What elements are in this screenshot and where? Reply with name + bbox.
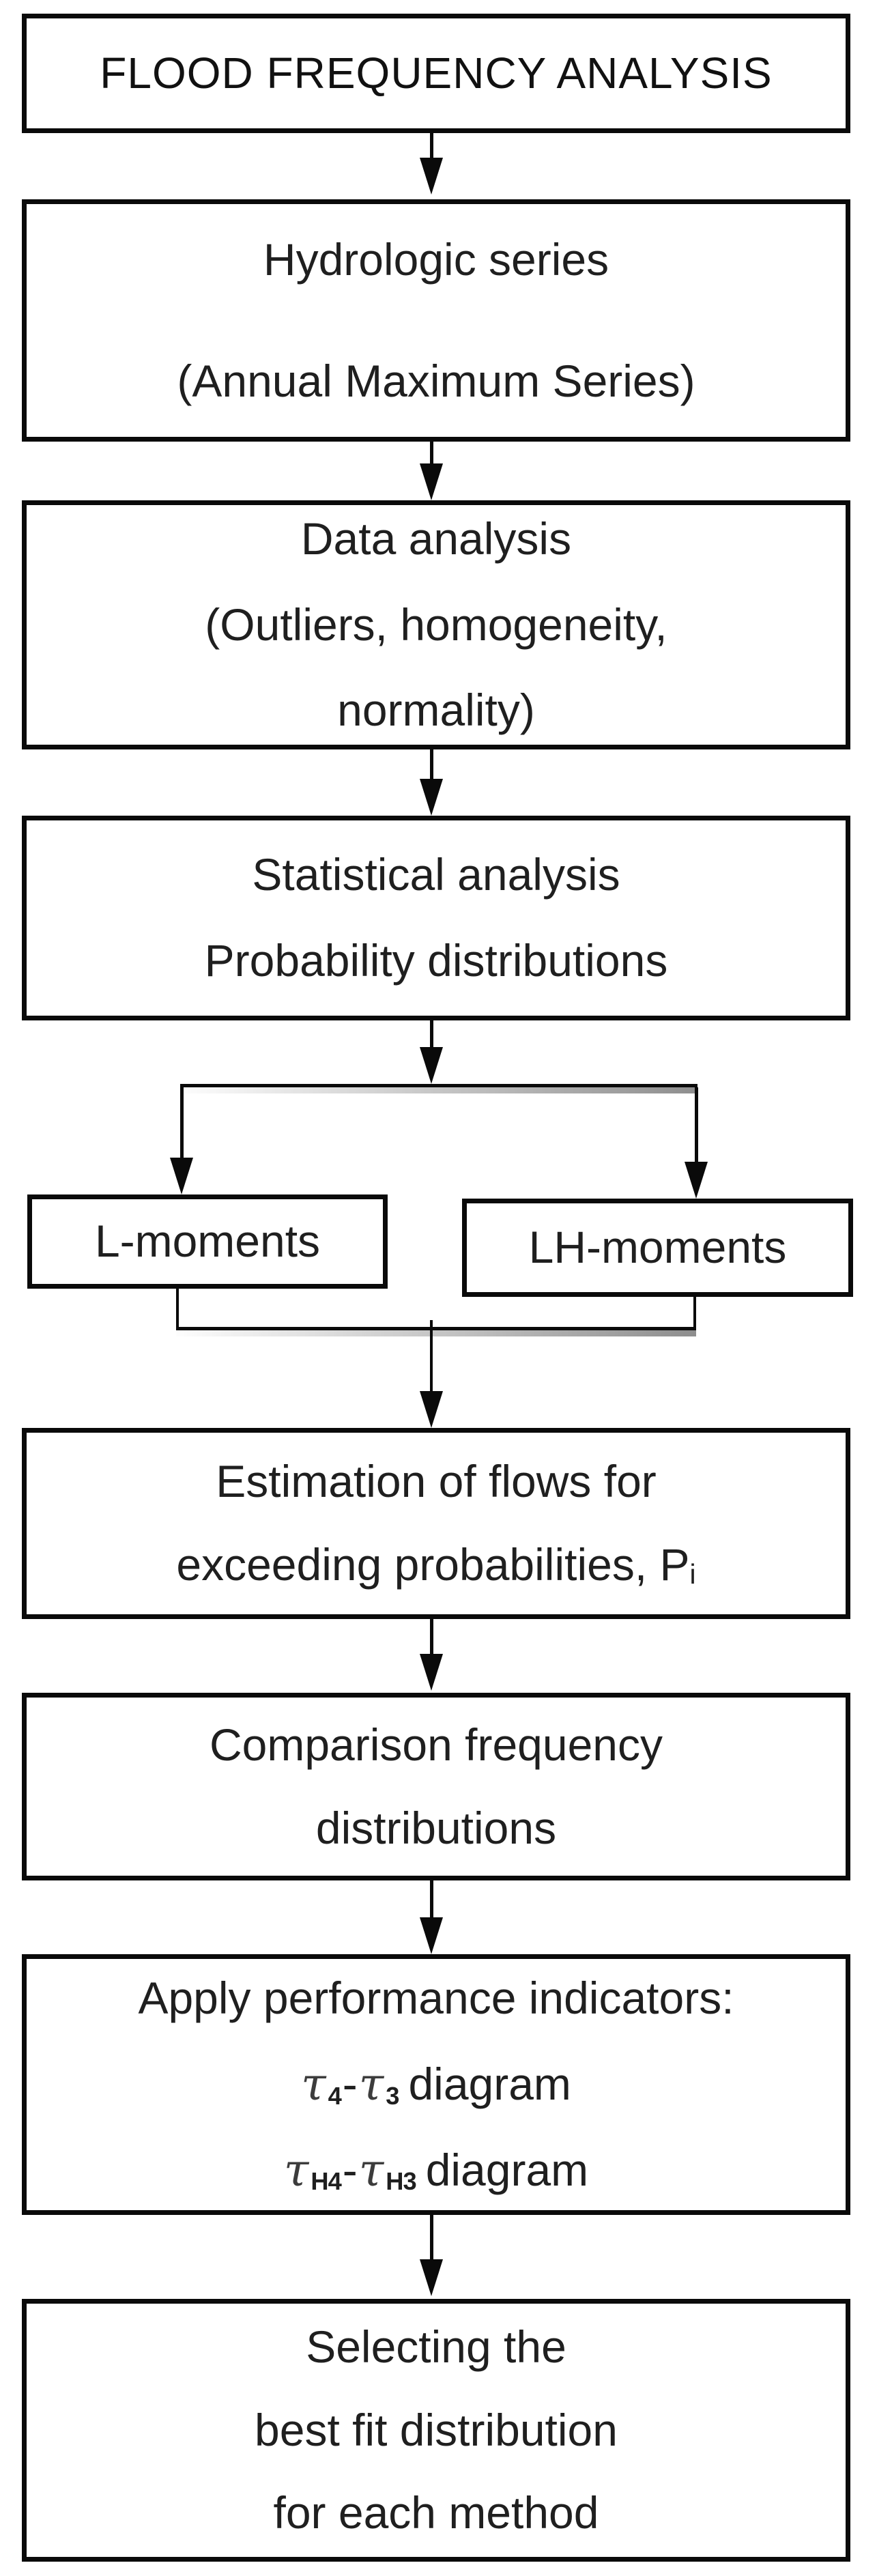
diagram-word: diagram (408, 2059, 571, 2110)
arrow-down-icon (420, 158, 443, 195)
node-line: normality) (337, 685, 535, 736)
node-hydrologic-series: Hydrologic series (Annual Maximum Series… (22, 199, 850, 442)
node-estimation-of-flows: Estimation of flows for exceeding probab… (22, 1428, 850, 1619)
arrow-down-icon (420, 1654, 443, 1691)
arrow-down-icon (685, 1162, 708, 1199)
arrow-down-icon (420, 1917, 443, 1954)
arrow-down-icon (420, 1391, 443, 1428)
arrow-down-icon (420, 2259, 443, 2296)
arrow-down-icon (420, 779, 443, 816)
node-line: Estimation of flows for (216, 1456, 657, 1507)
connector-line (430, 1020, 433, 1048)
branch-merge-line (176, 1327, 696, 1330)
node-line: Apply performance indicators: (138, 1973, 734, 2024)
node-line: for each method (273, 2487, 599, 2538)
node-flood-frequency-analysis: FLOOD FREQUENCY ANALYSIS (22, 14, 850, 133)
tau-subscript: 3 (386, 2081, 399, 2110)
branch-merge-line-shadow (176, 1330, 696, 1336)
dash: - (342, 2144, 358, 2195)
tau-subscript: 4 (328, 2081, 342, 2110)
arrow-down-icon (420, 463, 443, 500)
node-line: distributions (315, 1802, 557, 1853)
node-data-analysis: Data analysis (Outliers, homogeneity, no… (22, 500, 850, 749)
connector-line (430, 442, 433, 465)
connector-line (430, 1320, 433, 1391)
branch-split-line (180, 1084, 697, 1087)
connector-line (693, 1297, 696, 1327)
node-line: (Annual Maximum Series) (177, 355, 695, 406)
connector-line (430, 749, 433, 780)
diagram-word: diagram (425, 2144, 589, 2195)
tau-symbol: τ (358, 2143, 384, 2196)
tau-subscript: H3 (386, 2167, 416, 2196)
node-title-label: FLOOD FREQUENCY ANALYSIS (100, 48, 773, 98)
node-comparison-frequency-distributions: Comparison frequency distributions (22, 1693, 850, 1880)
branch-split-line-shadow (180, 1087, 697, 1093)
node-l-moments: L-moments (27, 1194, 388, 1289)
node-selecting-best-fit: Selecting the best fit distribution for … (22, 2299, 850, 2562)
tau-symbol: τ (283, 2143, 309, 2196)
estimation-line-text: exceeding probabilities, P (176, 1539, 690, 1590)
tau-symbol: τ (358, 2058, 384, 2111)
node-line: Data analysis (300, 513, 572, 564)
node-line: (Outliers, homogeneity, (205, 599, 667, 650)
node-line: Selecting the (306, 2321, 566, 2372)
connector-line (176, 1289, 179, 1327)
node-line: Comparison frequency (210, 1719, 663, 1770)
tau-subscript: H4 (311, 2167, 341, 2196)
connector-line (695, 1087, 698, 1162)
dash: - (342, 2059, 358, 2110)
arrow-down-icon (420, 1047, 443, 1084)
node-line: best fit distribution (255, 2404, 618, 2455)
connector-line (430, 133, 433, 159)
tau-symbol: τ (301, 2058, 326, 2111)
node-label: LH-moments (528, 1222, 787, 1273)
connector-line (430, 2215, 433, 2259)
node-lh-moments: LH-moments (462, 1199, 853, 1297)
arrow-down-icon (170, 1158, 193, 1194)
node-line: Hydrologic series (263, 233, 609, 285)
connector-line (180, 1087, 184, 1159)
node-line: exceeding probabilities, Pi (176, 1539, 695, 1591)
probability-subscript: i (689, 1558, 696, 1590)
connector-line (430, 1880, 433, 1917)
node-label: L-moments (94, 1216, 321, 1267)
node-statistical-analysis: Statistical analysis Probability distrib… (22, 816, 850, 1020)
connector-line (430, 1617, 433, 1655)
node-line: Statistical analysis (252, 849, 620, 900)
node-line: Probability distributions (204, 935, 668, 986)
